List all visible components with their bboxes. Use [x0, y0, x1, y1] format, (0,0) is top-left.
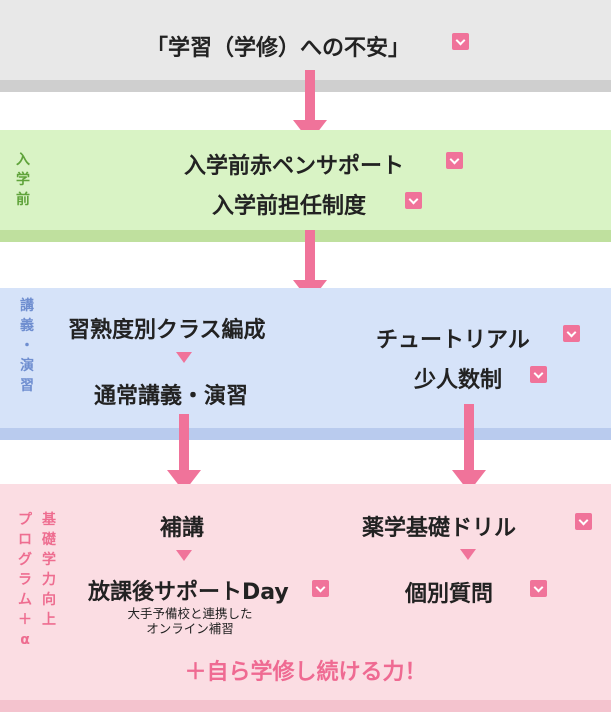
- down-triangle-icon: [176, 352, 192, 363]
- individual-question-label: 個別質問: [405, 582, 494, 607]
- anxiety-label: 「学習（学修）への不安」: [146, 36, 411, 61]
- pre-enrollment-band: [0, 130, 611, 242]
- proficiency-class-label: 習熟度別クラス編成: [68, 318, 266, 343]
- self-study-footer: ＋自ら学修し続ける力！: [184, 660, 427, 685]
- down-triangle-icon: [460, 549, 476, 560]
- regular-lecture-label: 通常講義・演習: [94, 384, 249, 409]
- chevron-down-icon[interactable]: [312, 580, 329, 597]
- chevron-down-icon[interactable]: [530, 366, 547, 383]
- chevron-down-icon[interactable]: [405, 192, 422, 209]
- homeroom-system-label: 入学前担任制度: [212, 194, 367, 219]
- flow-arrow: [452, 404, 486, 492]
- program-band: [0, 484, 611, 712]
- band-shadow: [0, 428, 611, 440]
- pharmacy-drill-label: 薬学基礎ドリル: [362, 516, 517, 541]
- red-pen-support-label: 入学前赤ペンサポート: [184, 154, 405, 179]
- online-tutoring-note: 大手予備校と連携した オンライン補習: [127, 606, 253, 636]
- program-side-label-col1: 基礎学力向上: [42, 512, 56, 628]
- supplementary-lesson-label: 補講: [160, 516, 205, 541]
- lecture-side-label: 講義・演習: [20, 298, 34, 394]
- chevron-down-icon[interactable]: [563, 325, 580, 342]
- chevron-down-icon[interactable]: [452, 33, 469, 50]
- after-school-support-label: 放課後サポートDay: [88, 580, 289, 605]
- tutorial-label: チュートリアル: [376, 328, 530, 353]
- program-side-label-col2: プログラム＋α: [18, 512, 32, 648]
- pre-enrollment-side-label: 入学前: [16, 152, 30, 208]
- small-class-label: 少人数制: [414, 368, 503, 393]
- lecture-band: [0, 288, 611, 440]
- chevron-down-icon[interactable]: [530, 580, 547, 597]
- band-shadow: [0, 700, 611, 712]
- flow-arrow: [167, 414, 201, 492]
- chevron-down-icon[interactable]: [446, 152, 463, 169]
- down-triangle-icon: [176, 550, 192, 561]
- chevron-down-icon[interactable]: [575, 513, 592, 530]
